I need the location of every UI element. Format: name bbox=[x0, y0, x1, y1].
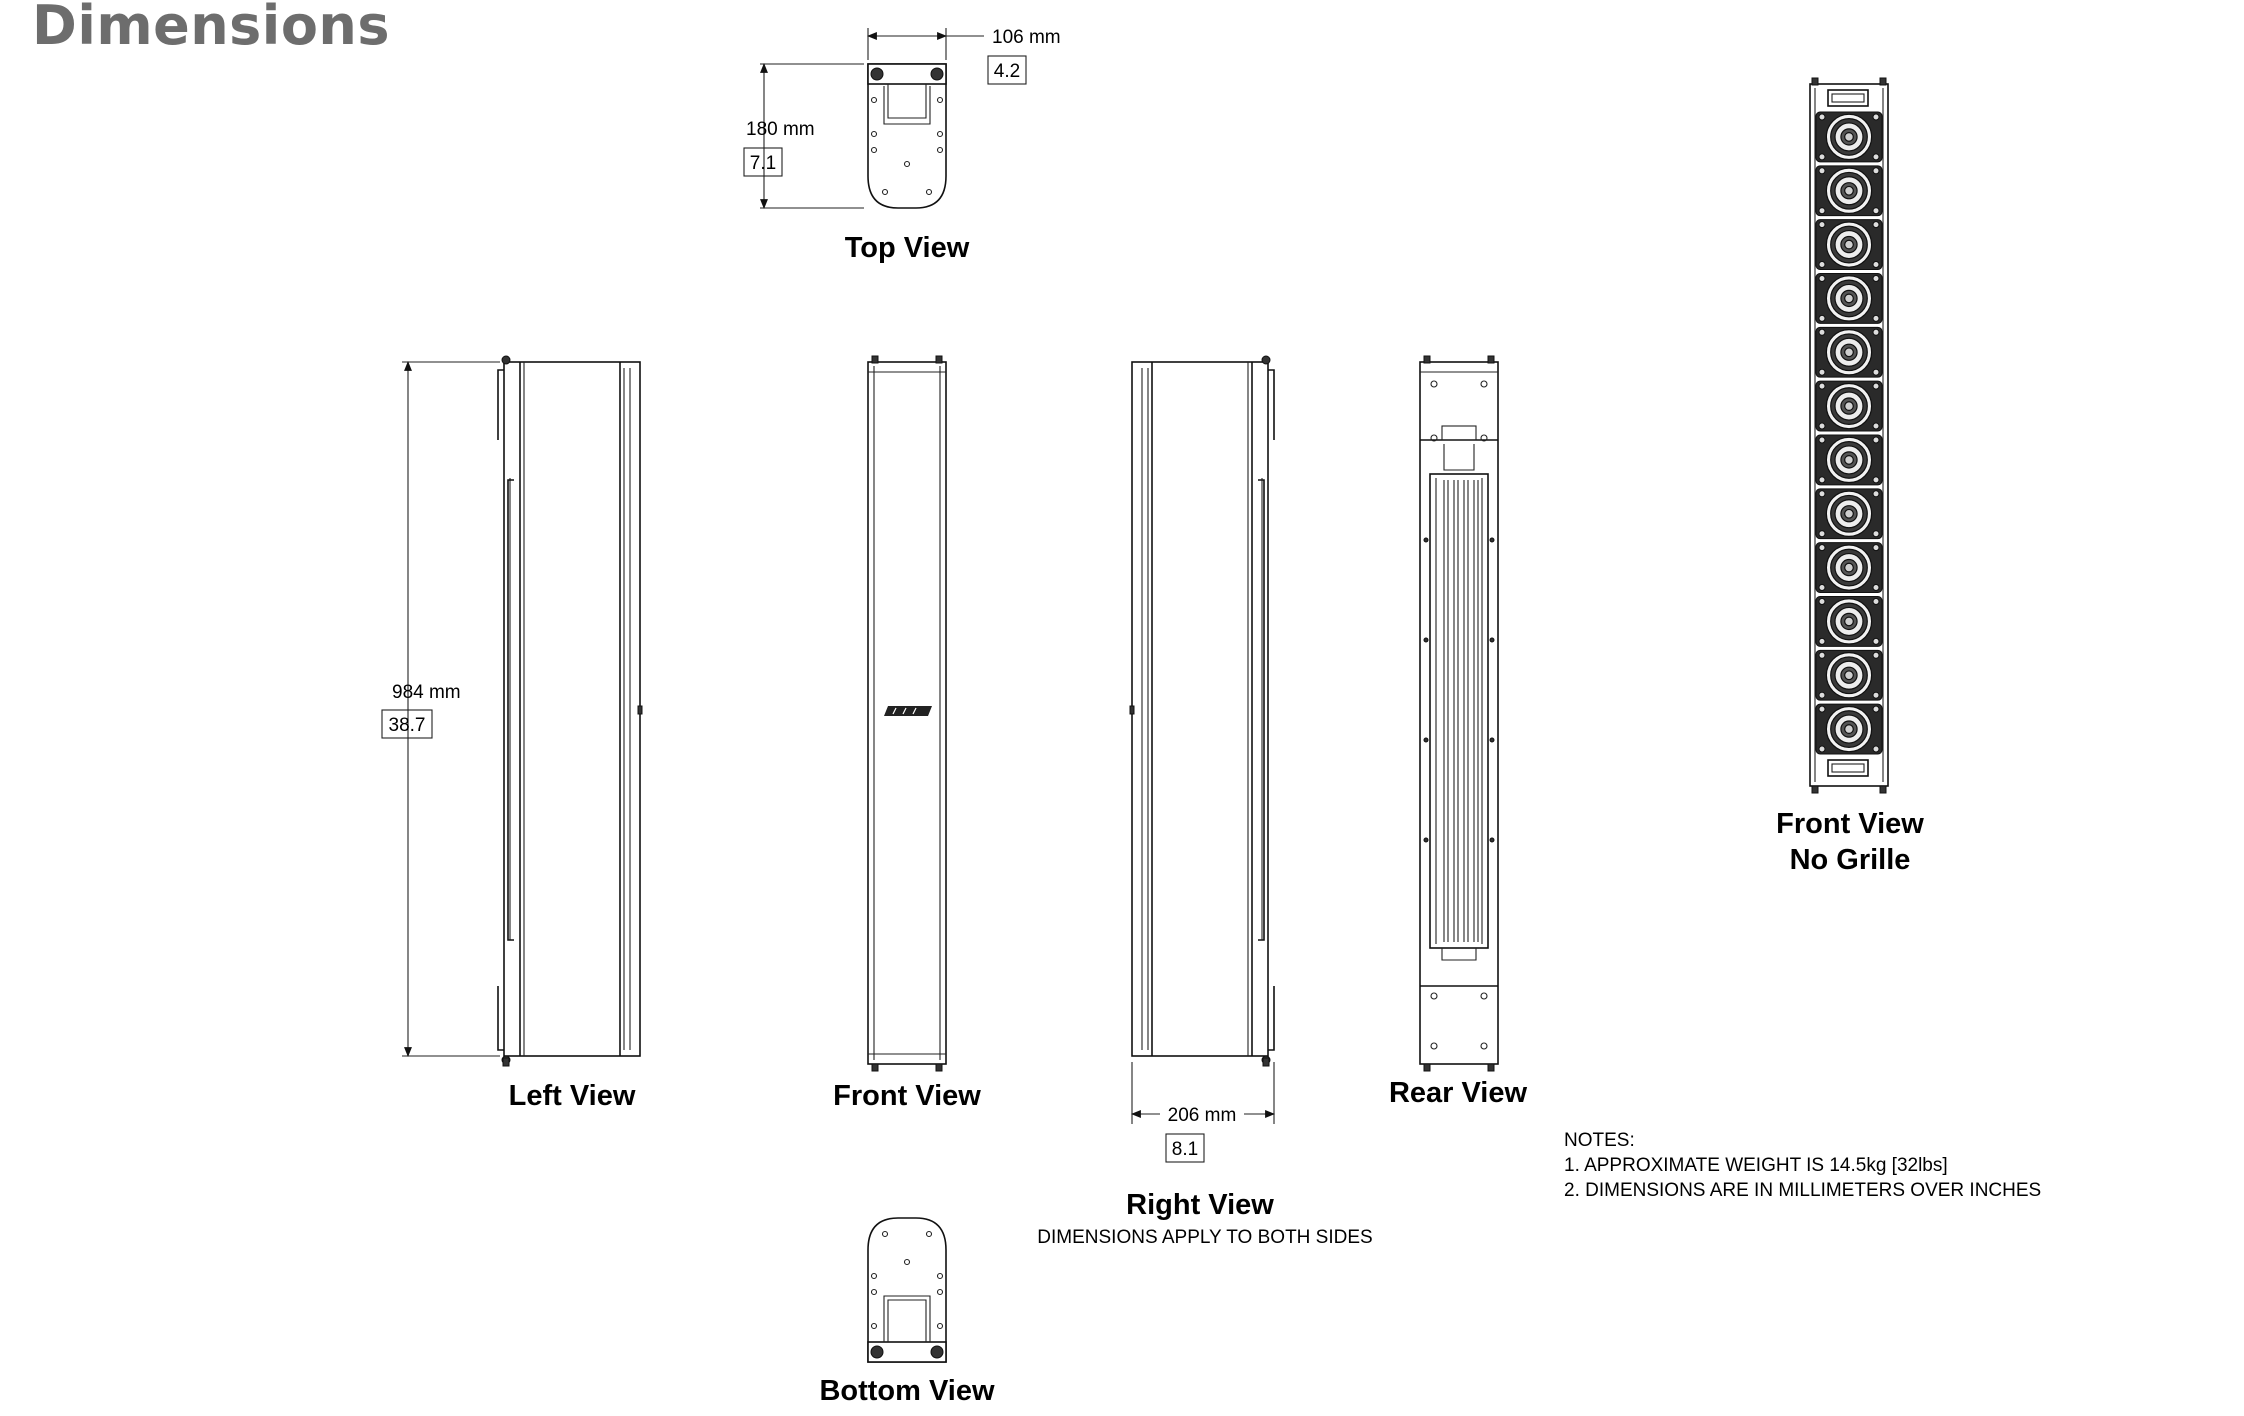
driver-8 bbox=[1815, 488, 1883, 540]
height-in: 38.7 bbox=[389, 715, 426, 736]
left-view-drawing bbox=[402, 355, 643, 1067]
top-view-drawing bbox=[760, 28, 984, 209]
rear-view-label: Rear View bbox=[1389, 1077, 1528, 1109]
driver-9 bbox=[1815, 542, 1883, 594]
front-no-grille-label-1: Front View bbox=[1776, 808, 1924, 840]
driver-11 bbox=[1815, 649, 1883, 701]
page-title: Dimensions bbox=[32, 0, 391, 57]
driver-6 bbox=[1815, 380, 1883, 432]
driver-10 bbox=[1815, 596, 1883, 647]
driver-5 bbox=[1815, 326, 1883, 378]
left-view-label: Left View bbox=[509, 1080, 636, 1112]
top-depth-in: 7.1 bbox=[750, 153, 776, 174]
bose-logo bbox=[884, 706, 932, 716]
notes-heading: NOTES: bbox=[1564, 1130, 1635, 1151]
right-view-label: Right View bbox=[1126, 1189, 1274, 1221]
rear-view-drawing bbox=[1419, 355, 1499, 1072]
front-view-drawing bbox=[867, 355, 947, 1072]
notes: NOTES: 1. APPROXIMATE WEIGHT IS 14.5kg [… bbox=[1564, 1130, 2041, 1201]
driver-array bbox=[1815, 111, 1883, 755]
bottom-view-label: Bottom View bbox=[819, 1375, 995, 1407]
top-width-in: 4.2 bbox=[994, 61, 1020, 82]
front-view-label: Front View bbox=[833, 1080, 981, 1112]
height-mm: 984 mm bbox=[392, 682, 461, 703]
driver-7 bbox=[1815, 434, 1883, 486]
top-depth-mm: 180 mm bbox=[746, 119, 815, 140]
driver-1 bbox=[1815, 111, 1883, 163]
side-mm: 206 mm bbox=[1168, 1105, 1237, 1126]
bottom-view-drawing bbox=[867, 1217, 947, 1363]
note-item: 1. APPROXIMATE WEIGHT IS 14.5kg [32lbs] bbox=[1564, 1155, 1948, 1176]
driver-3 bbox=[1815, 219, 1883, 271]
right-view-subtitle: DIMENSIONS APPLY TO BOTH SIDES bbox=[1037, 1227, 1372, 1248]
front-no-grille-drawing bbox=[1809, 77, 1889, 794]
rear-heatsink-fins bbox=[1443, 480, 1479, 942]
top-width-mm: 106 mm bbox=[992, 27, 1061, 48]
note-item: 2. DIMENSIONS ARE IN MILLIMETERS OVER IN… bbox=[1564, 1180, 2041, 1201]
right-view-drawing bbox=[1129, 355, 1275, 1124]
driver-12 bbox=[1815, 703, 1883, 755]
top-view-label: Top View bbox=[845, 232, 970, 264]
driver-4 bbox=[1815, 273, 1883, 324]
side-in: 8.1 bbox=[1172, 1139, 1198, 1160]
front-no-grille-label-2: No Grille bbox=[1790, 844, 1911, 876]
driver-2 bbox=[1815, 165, 1883, 217]
